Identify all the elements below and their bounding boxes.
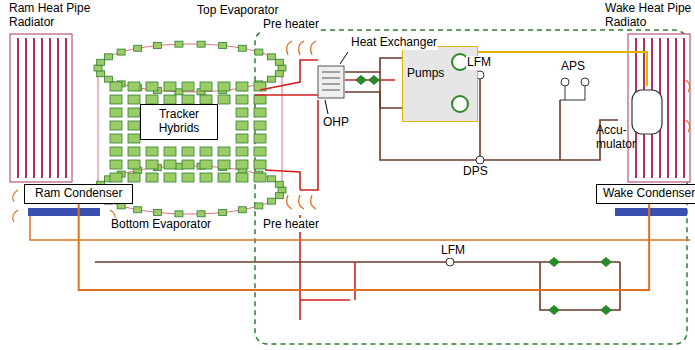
part-label: Bottom Evaporator — [110, 218, 212, 232]
heat-exchanger — [318, 52, 348, 114]
component-box: Ram Condenser — [24, 184, 133, 204]
node-text: Accu- mulator — [596, 124, 636, 152]
sensors — [446, 71, 589, 266]
part-label: Pre heater — [262, 218, 320, 232]
loop-piping — [95, 58, 620, 310]
part-label: LFM — [466, 56, 492, 70]
node-text: Tracker Hybrids — [146, 108, 212, 136]
part-label: Wake Heat Pipe Radiato — [604, 2, 695, 30]
part-label: Top Evaporator — [196, 4, 279, 18]
node-text: Wake Condenser — [603, 187, 695, 201]
part-label: LFM — [440, 244, 466, 258]
part-label: Heat Exchanger — [350, 36, 438, 50]
outer-loop — [30, 216, 690, 240]
ram-radiator — [10, 34, 72, 182]
component-box: Tracker Hybrids — [140, 104, 218, 140]
node-text: Ram Condenser — [35, 187, 122, 201]
part-label: DPS — [462, 165, 489, 179]
part-label: Ram Heat Pipe Radiator — [8, 2, 102, 30]
node-text: Pumps — [407, 67, 451, 81]
wake-radiator — [628, 34, 690, 182]
component-box: Wake Condenser — [596, 184, 695, 204]
evaporator-pipes — [255, 60, 395, 320]
return-pipe — [354, 262, 356, 300]
part-label: APS — [560, 60, 586, 74]
wake-condenser-pads — [615, 208, 687, 216]
part-label: OHP — [322, 116, 350, 130]
accumulator-tank: Accu- mulator — [596, 86, 666, 156]
valves — [355, 75, 612, 315]
pipe-connector — [79, 204, 649, 290]
pipe-connector — [478, 52, 647, 86]
ram-condenser-pads — [28, 208, 100, 216]
heater-wires — [13, 41, 690, 222]
part-label: Pre heater — [262, 18, 320, 32]
